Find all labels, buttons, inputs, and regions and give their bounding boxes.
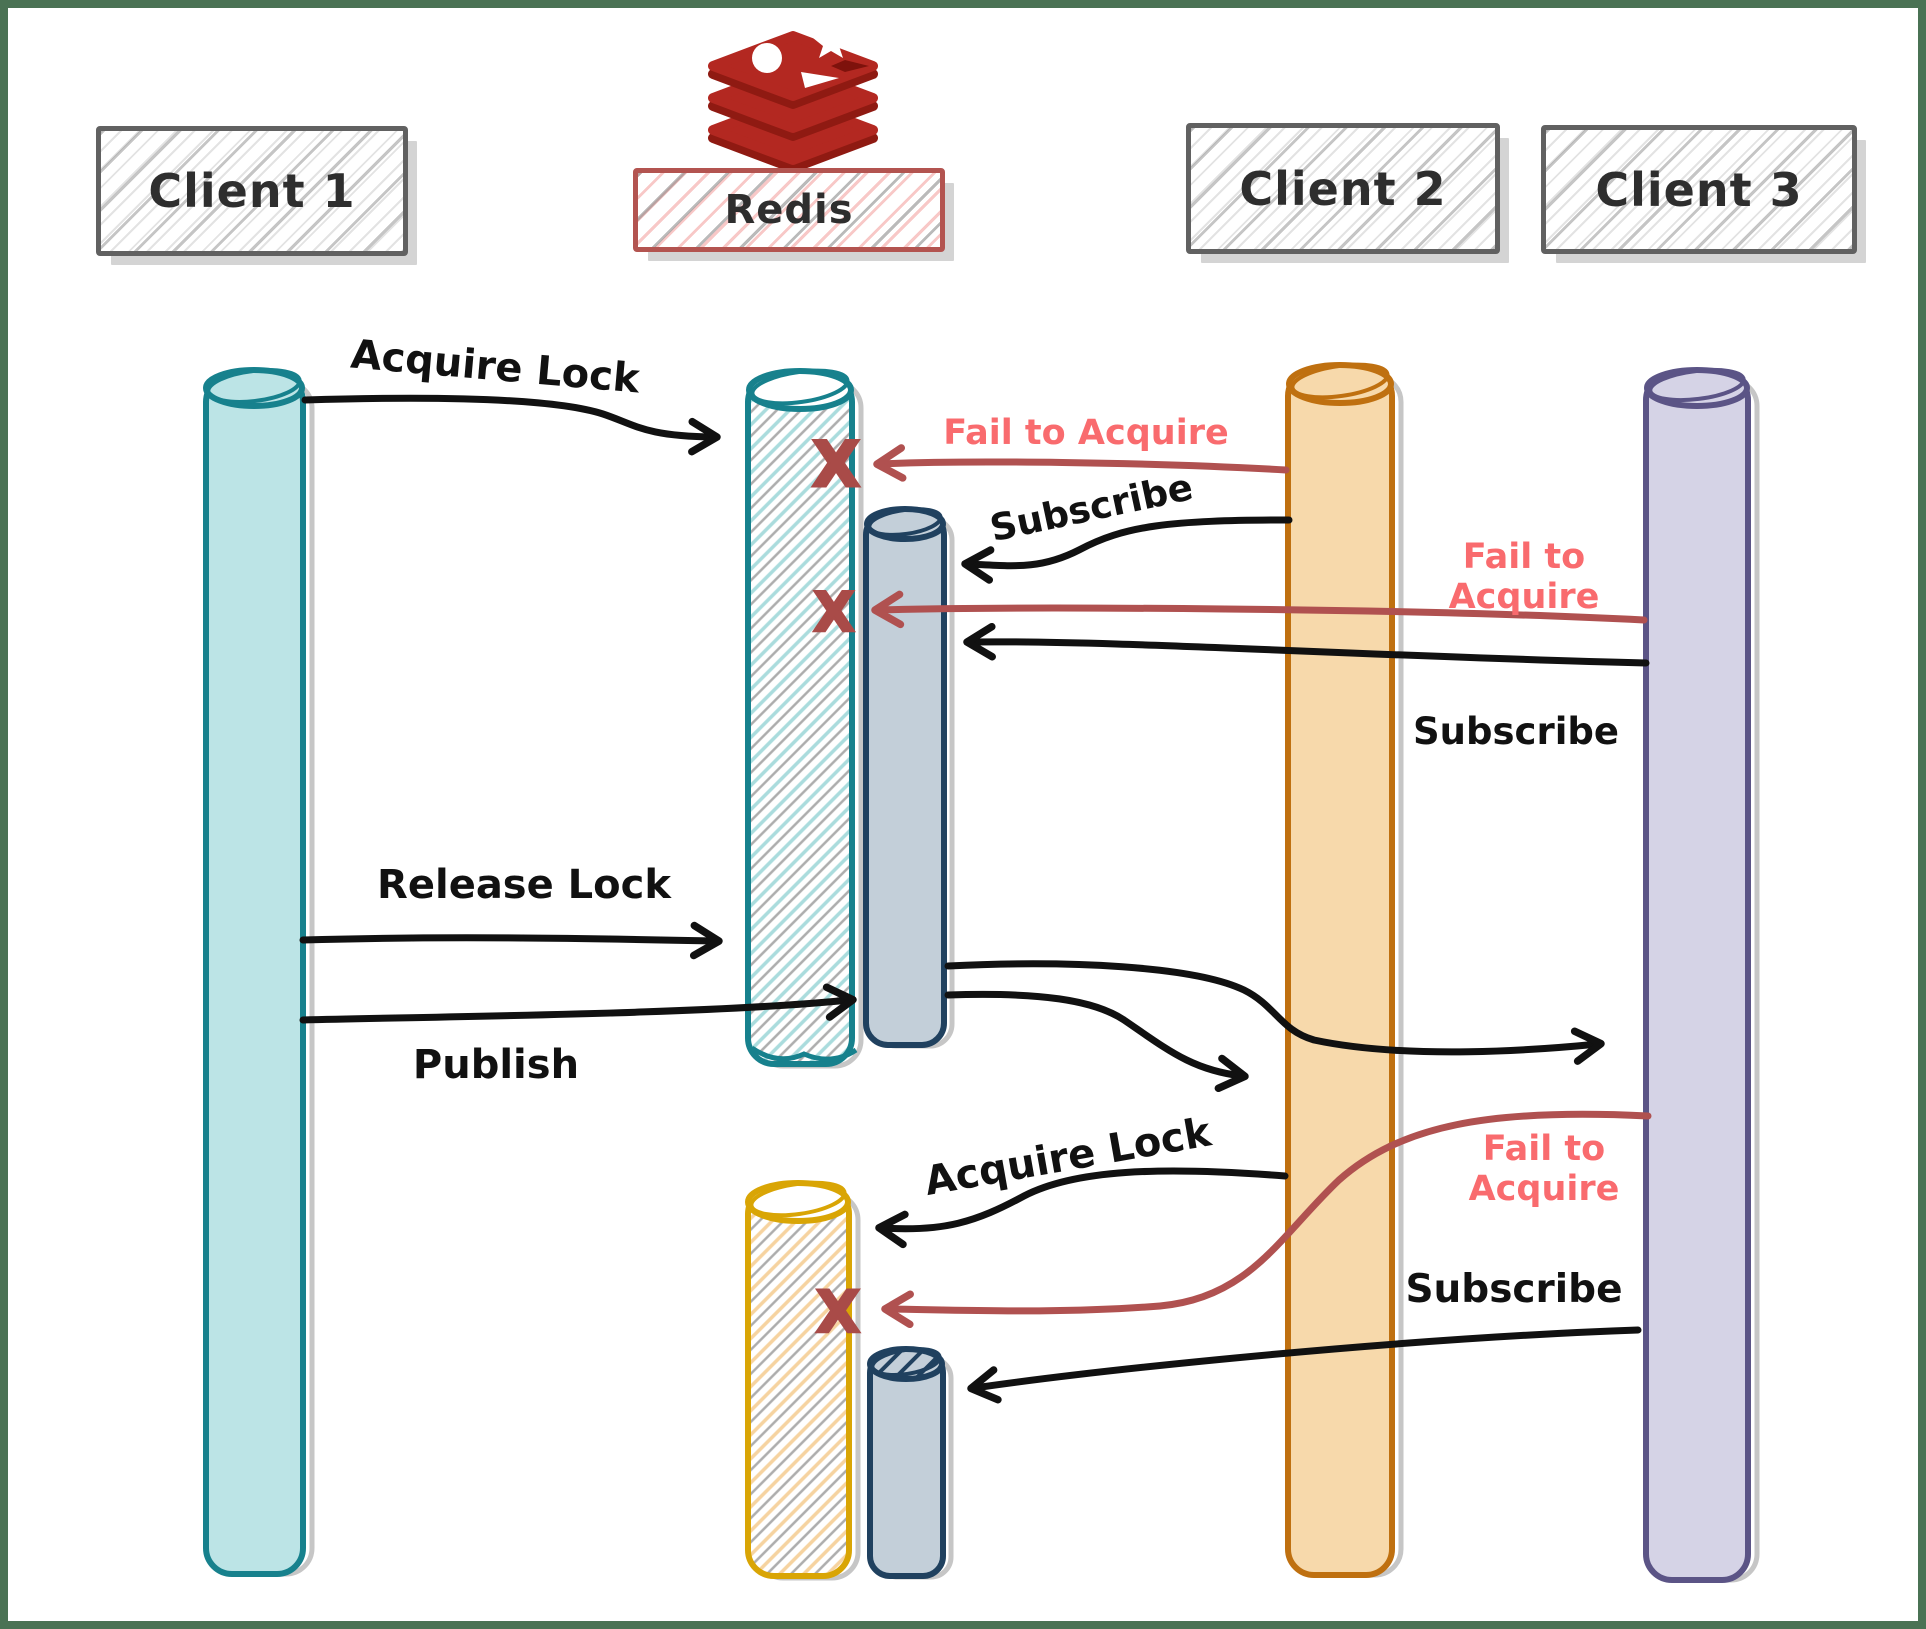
label-subscribe-2: Subscribe (1413, 710, 1619, 753)
label-acquire-lock-1: Acquire Lock (349, 332, 643, 403)
arrow-acquire-lock-1 (301, 394, 721, 456)
arrow-subscribe-2 (963, 622, 1650, 667)
label-subscribe-3: Subscribe (1405, 1267, 1622, 1312)
arrow-publish-notify-client3 (944, 960, 1605, 1065)
label-fail-to-acquire-3-line1: Fail to (1483, 1129, 1605, 1169)
actor-label-client2: Client 2 (1239, 161, 1447, 216)
actor-label-client1: Client 1 (148, 164, 356, 218)
redis-lock-cylinder-client2 (745, 1180, 861, 1581)
label-fail-to-acquire-1: Fail to Acquire (943, 413, 1228, 453)
actor-label-client3: Client 3 (1595, 162, 1803, 217)
label-fail-to-acquire-2-line1: Fail to (1463, 537, 1585, 577)
fail-x-mark-2: X (813, 581, 855, 644)
redis-logo-star (813, 26, 849, 58)
client1-lifeline (203, 367, 315, 1577)
label-subscribe-1: Subscribe (986, 465, 1196, 550)
actor-box-client2: Client 2 (1186, 123, 1500, 254)
arrow-acquire-lock-2 (875, 1167, 1289, 1249)
label-fail-to-acquire-3-line2: Acquire (1469, 1169, 1620, 1209)
fail-x-mark-1: X (812, 428, 860, 501)
redis-lock-cylinder-client1 (745, 368, 864, 1069)
actor-box-redis: Redis (633, 168, 945, 252)
redis-logo-triangle (801, 72, 839, 88)
redis-logo-circle (752, 43, 782, 73)
actor-box-client3: Client 3 (1541, 125, 1857, 254)
label-fail-to-acquire-2-line2: Acquire (1449, 577, 1600, 617)
arrow-subscribe-3 (967, 1326, 1642, 1404)
arrow-publish (299, 983, 857, 1024)
arrow-fail-to-acquire-1 (873, 444, 1290, 482)
redis-lock-cylinder-bottom-scribble (750, 1045, 858, 1062)
label-publish: Publish (413, 1042, 579, 1088)
arrow-fail-to-acquire-2 (871, 590, 1648, 629)
arrow-release-lock (299, 921, 723, 960)
queue-cylinder-upper (863, 506, 955, 1049)
label-acquire-lock-2: Acquire Lock (921, 1109, 1216, 1205)
redis-logo-icon (708, 26, 878, 170)
sequence-diagram-canvas: Acquire Lock Fail to Acquire Subscribe F… (203, 332, 1760, 1583)
fail-x-mark-3: X (816, 1278, 861, 1346)
client3-lifeline (1643, 367, 1760, 1583)
arrow-subscribe-1 (961, 516, 1293, 584)
arrow-publish-notify-client2 (944, 990, 1249, 1093)
queue-cylinder-lower (867, 1346, 954, 1580)
arrow-fail-to-acquire-3 (881, 1110, 1652, 1329)
redis-logo-notch (831, 60, 869, 72)
actor-label-redis: Redis (724, 187, 854, 233)
actor-box-client1: Client 1 (96, 126, 408, 256)
client2-lifeline (1285, 362, 1404, 1578)
label-release-lock: Release Lock (377, 862, 672, 908)
